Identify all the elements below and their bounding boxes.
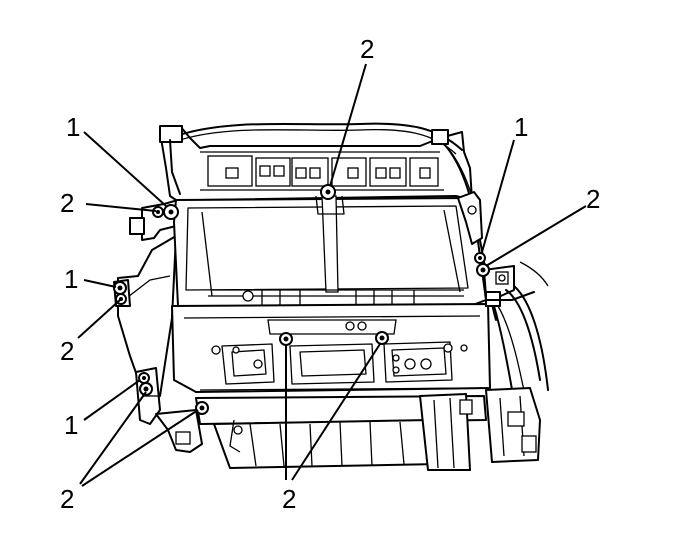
left-side-housing: [113, 199, 203, 453]
leader-mid-left-2: [77, 299, 121, 339]
callout-2-upper-left: 2: [60, 188, 74, 218]
actuator-connector-row: [207, 155, 439, 187]
callout-1-lower-left: 1: [64, 410, 78, 440]
fasteners: [113, 184, 490, 415]
screw-bottom-left: [195, 401, 209, 415]
leader-lines: [77, 63, 587, 487]
leader-upper-left-2: [85, 203, 157, 212]
callout-1-top-left: 1: [66, 112, 80, 142]
callout-labels: 1 2 2 1 2 1 2 1 2 2: [60, 34, 600, 514]
screw-upper-left: [152, 204, 179, 220]
callout-2-mid-left: 2: [60, 336, 74, 366]
screw-lower-left: [138, 372, 153, 396]
callout-2-top-center: 2: [360, 34, 374, 64]
leader-top-left-1: [83, 131, 167, 207]
screw-right: [474, 252, 490, 277]
leader-top-center-2: [329, 63, 367, 187]
leader-bottom-left-2a: [79, 391, 147, 485]
leader-bottom-center-2b: [291, 343, 381, 481]
callout-1-mid-left: 1: [64, 264, 78, 294]
callout-2-bottom-left: 2: [60, 484, 74, 514]
screw-center-right: [375, 331, 389, 345]
lower-housing: [171, 303, 491, 399]
screw-center-left: [279, 332, 293, 346]
leader-bottom-left-2b: [81, 409, 199, 487]
bottom-fins: [249, 421, 405, 467]
callout-2-right: 2: [586, 184, 600, 214]
screw-top-center: [320, 184, 336, 200]
callout-2-bottom-center: 2: [282, 484, 296, 514]
leader-right-2: [485, 205, 587, 267]
right-side-bracket: [483, 261, 549, 463]
upper-housing-panel: [173, 191, 487, 314]
top-harness-assembly: [159, 122, 497, 321]
leader-lower-left-1: [83, 379, 141, 421]
leader-mid-left-1: [83, 279, 117, 288]
bottom-blower-assembly: [195, 393, 487, 471]
callout-1-top-right: 1: [514, 112, 528, 142]
leader-top-right-1: [481, 139, 515, 253]
